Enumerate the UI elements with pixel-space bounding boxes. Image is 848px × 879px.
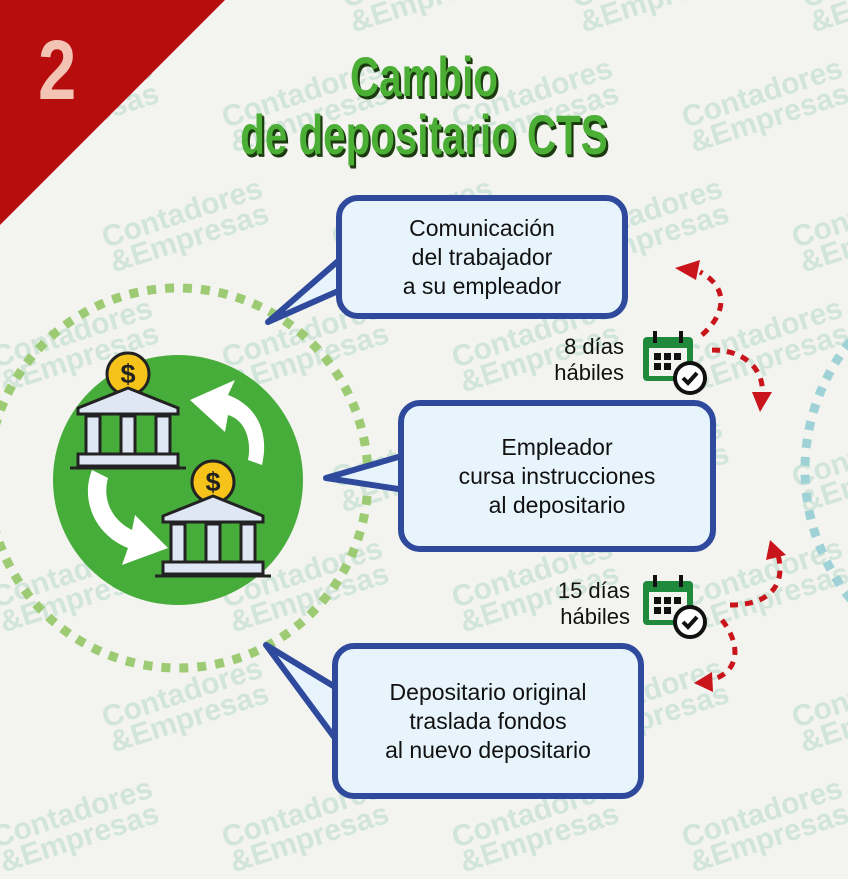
step-number: 2	[38, 23, 77, 117]
step-1-line-2: del trabajador	[411, 243, 553, 270]
interval-1-unit: hábiles	[554, 360, 624, 385]
step-3-line-3: al nuevo depositario	[385, 736, 591, 763]
step-3-line-1: Depositario original	[389, 678, 587, 705]
interval-label-1: 8 días hábiles	[520, 334, 624, 386]
calendar-check-icon	[643, 331, 707, 395]
bubble-tail-1	[265, 252, 348, 325]
step-bubble-2: Empleador cursa instrucciones al deposit…	[398, 400, 716, 552]
bank-icon-top: $	[70, 351, 186, 470]
page-title-line1: Cambio	[350, 45, 498, 108]
page-title-line2: de depositario CTS	[240, 103, 608, 166]
svg-text:$: $	[205, 467, 220, 497]
interval-2-unit: hábiles	[560, 604, 630, 629]
bank-icon-bottom: $	[155, 459, 271, 578]
step-2-line-2: cursa instrucciones	[458, 462, 656, 489]
step-1-line-1: Comunicación	[409, 214, 555, 241]
svg-text:$: $	[120, 359, 135, 389]
step-bubble-1: Comunicación del trabajador a su emplead…	[336, 195, 628, 319]
interval-label-2: 15 días hábiles	[520, 578, 630, 630]
step-2-line-1: Empleador	[501, 433, 613, 460]
bubble-tail-3	[263, 642, 343, 748]
step-2-line-3: al depositario	[488, 491, 626, 518]
bank-exchange-icon: $ $	[53, 351, 303, 605]
diagram-graphics: $ $	[0, 252, 848, 748]
step-badge-corner	[0, 0, 225, 225]
step-3-line-2: traslada fondos	[409, 707, 567, 734]
red-arrows	[698, 269, 783, 683]
step-1-line-3: a su empleador	[402, 272, 562, 299]
interval-2-days: 15 días	[557, 578, 630, 603]
calendar-check-icon	[643, 575, 707, 639]
dotted-circle-teal	[800, 337, 848, 603]
step-bubble-3: Depositario original traslada fondos al …	[332, 643, 644, 799]
interval-1-days: 8 días	[564, 334, 624, 359]
